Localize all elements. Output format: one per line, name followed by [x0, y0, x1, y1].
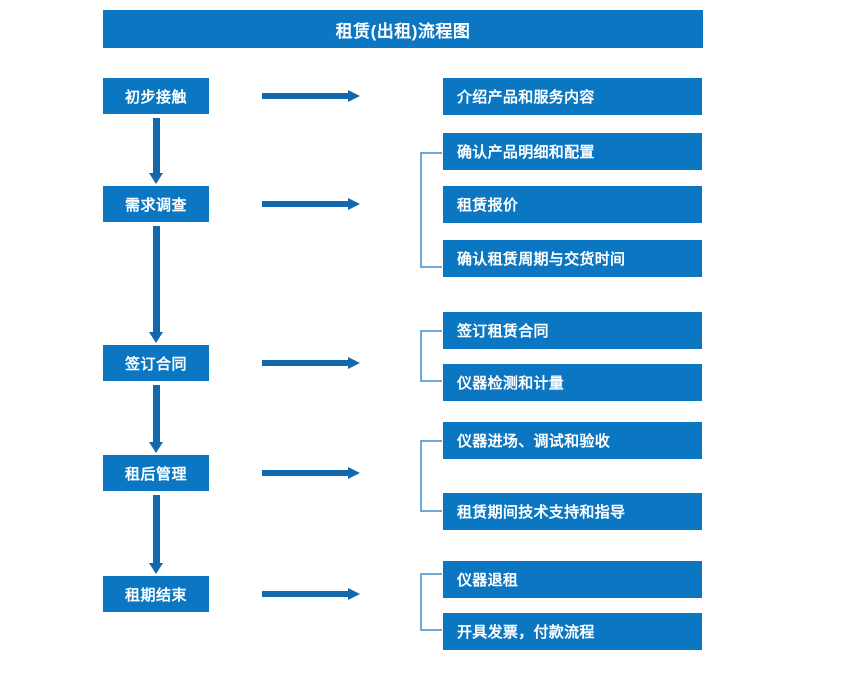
right-arrow-icon-1 — [262, 87, 360, 105]
stage-box-5[interactable]: 租期结束 — [103, 576, 209, 612]
stage-box-3[interactable]: 签订合同 — [103, 345, 209, 381]
bracket-icon-group-4 — [420, 440, 442, 512]
detail-box-1[interactable]: 介绍产品和服务内容 — [443, 78, 702, 115]
down-arrow-icon-1 — [146, 118, 166, 184]
page-title: 租赁(出租)流程图 — [103, 10, 703, 48]
detail-box-2[interactable]: 确认产品明细和配置 — [443, 133, 702, 170]
detail-box-5[interactable]: 签订租赁合同 — [443, 312, 702, 349]
detail-box-10[interactable]: 开具发票，付款流程 — [443, 613, 702, 650]
bracket-icon-group-5 — [420, 573, 442, 631]
right-arrow-icon-2 — [262, 195, 360, 213]
right-arrow-icon-5 — [262, 585, 360, 603]
right-arrow-icon-3 — [262, 354, 360, 372]
right-arrow-icon-4 — [262, 464, 360, 482]
stage-box-1[interactable]: 初步接触 — [103, 78, 209, 114]
stage-box-2[interactable]: 需求调查 — [103, 186, 209, 222]
down-arrow-icon-4 — [146, 495, 166, 574]
down-arrow-icon-2 — [146, 226, 166, 343]
detail-box-3[interactable]: 租赁报价 — [443, 186, 702, 223]
bracket-icon-group-2 — [420, 152, 442, 268]
bracket-icon-group-3 — [420, 330, 442, 382]
detail-box-9[interactable]: 仪器退租 — [443, 561, 702, 598]
down-arrow-icon-3 — [146, 385, 166, 453]
detail-box-8[interactable]: 租赁期间技术支持和指导 — [443, 493, 702, 530]
detail-box-6[interactable]: 仪器检测和计量 — [443, 364, 702, 401]
detail-box-4[interactable]: 确认租赁周期与交货时间 — [443, 240, 702, 277]
detail-box-7[interactable]: 仪器进场、调试和验收 — [443, 422, 702, 459]
stage-box-4[interactable]: 租后管理 — [103, 455, 209, 491]
